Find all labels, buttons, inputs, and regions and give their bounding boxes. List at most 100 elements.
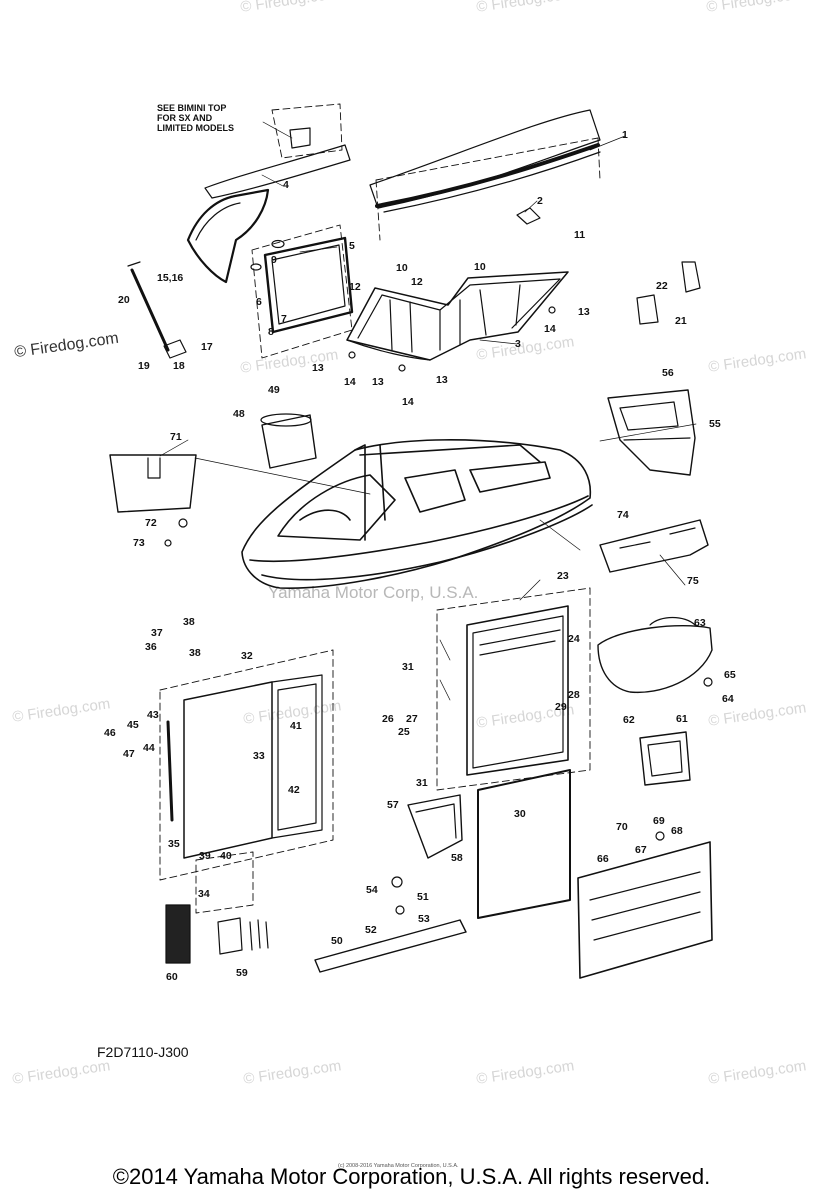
windshield-frame [186,127,351,284]
door-assembly-box [159,649,334,881]
storage-lid-box [436,587,591,791]
callout-61: 61 [676,713,688,725]
callout-68: 68 [671,825,683,837]
note-line: FOR SX AND [157,113,213,123]
callout-30: 30 [514,808,526,820]
callout-12a: 12 [349,281,361,293]
glove-box [407,794,463,859]
rear-seat-cushion [599,519,709,573]
callout-56: 56 [662,367,674,379]
callout-65: 65 [724,669,736,681]
side-panel [577,841,713,979]
callout-8: 8 [268,326,274,338]
callout-45: 45 [127,719,139,731]
callout-27: 27 [406,713,418,725]
callout-20: 20 [118,294,130,306]
callout-62: 62 [623,714,635,726]
small-copyright: (c) 2008-2016 Yamaha Motor Corporation, … [338,1163,459,1169]
callout-53: 53 [418,913,430,925]
callout-22: 22 [656,280,668,292]
top-cover-guide [375,137,601,241]
callout-73: 73 [133,537,145,549]
callout-25: 25 [398,726,410,738]
boat-hull [241,439,593,589]
note-line: SEE BIMINI TOP [157,103,227,113]
callout-48: 48 [233,408,245,420]
hardware-kit [217,917,269,955]
callout-2: 2 [537,195,543,207]
callout-66: 66 [597,853,609,865]
storage-lid [466,605,569,776]
callout-74: 74 [617,509,629,521]
seat-backrest [607,389,696,476]
callout-37: 37 [151,627,163,639]
callout-47: 47 [123,748,135,760]
callout-57: 57 [387,799,399,811]
callout-50: 50 [331,935,343,947]
callout-36: 36 [145,641,157,653]
callout-32: 32 [241,650,253,662]
callout-55: 55 [709,418,721,430]
callout-13b: 13 [372,376,384,388]
bimini-note: SEE BIMINI TOP FOR SX AND LIMITED MODELS [157,103,234,133]
cowl-panel [346,271,569,361]
hinge-detail-box [195,851,254,914]
callout-33: 33 [253,750,265,762]
window-frame-box [251,224,353,359]
callout-70: 70 [616,821,628,833]
step-rail [314,919,467,973]
callout-63: 63 [694,617,706,629]
callout-5: 5 [349,240,355,252]
callout-13d: 13 [578,306,590,318]
callout-71: 71 [170,431,182,443]
callout-38b: 38 [189,647,201,659]
callout-17: 17 [201,341,213,353]
callout-41: 41 [290,720,302,732]
callout-54: 54 [366,884,378,896]
callout-9: 9 [271,254,277,266]
callout-60: 60 [166,971,178,983]
callout-51: 51 [417,891,429,903]
callout-43: 43 [147,709,159,721]
callout-7: 7 [281,313,287,325]
callout-38a: 38 [183,616,195,628]
callout-31a: 31 [402,661,414,673]
note-line: LIMITED MODELS [157,123,234,133]
callout-67: 67 [635,844,647,856]
callout-29: 29 [555,701,567,713]
callout-4: 4 [283,179,289,191]
dashed-group-borders [159,103,601,914]
leader-lines [159,121,697,701]
fasteners [164,306,713,915]
callout-10a: 10 [396,262,408,274]
callout-49: 49 [268,384,280,396]
callout-1: 1 [622,129,628,141]
storage-box [639,731,691,786]
callout-28: 28 [568,689,580,701]
cup-holder [260,413,317,469]
center-watermark: Yamaha Motor Corp, U.S.A. [268,583,479,602]
bench-seat [597,616,713,694]
callout-13c: 13 [436,374,448,386]
callout-11: 11 [574,229,586,241]
callout-39: 39 [199,850,211,862]
callout-13a: 13 [312,362,324,374]
callout-26: 26 [382,713,394,725]
non-skid-pad [165,904,191,964]
callout-44: 44 [143,742,155,754]
callout-21: 21 [675,315,687,327]
support-pole [127,261,187,359]
top-trim-panel [369,109,601,225]
callout-19: 19 [138,360,150,372]
callout-35: 35 [168,838,180,850]
callout-18: 18 [173,360,185,372]
floor-mat [109,454,197,513]
callout-31b: 31 [416,777,428,789]
callout-10b: 10 [474,261,486,273]
callout-64: 64 [722,693,734,705]
callout-6: 6 [256,296,262,308]
callout-59: 59 [236,967,248,979]
callout-42: 42 [288,784,300,796]
lid-gasket [477,769,571,919]
